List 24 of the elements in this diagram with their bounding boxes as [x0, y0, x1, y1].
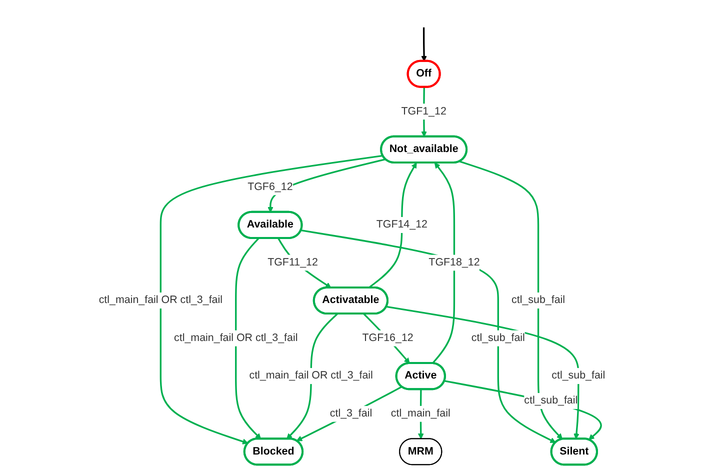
arrow — [160, 154, 383, 444]
arrow — [432, 162, 456, 364]
arrow — [444, 380, 602, 440]
edge-label: ctl_sub_fail — [524, 395, 578, 406]
edge-label: ctl_main_fail OR ctl_3_fail — [249, 370, 373, 382]
edge-label: ctl_3_fail — [330, 408, 372, 420]
edge-label: TGF1_12 — [401, 106, 446, 117]
arrow — [235, 238, 262, 440]
edge-label: ctl_sub_fail — [552, 370, 606, 382]
edge-label: ctl_main_fail — [390, 408, 450, 420]
arrow — [368, 162, 417, 288]
edge-label: TGF6_12 — [248, 181, 293, 193]
edge-label: TGF16_12 — [362, 332, 414, 344]
edge-label: TGF18_12 — [428, 256, 480, 268]
edge-label: ctl_main_fail OR ctl_3_fail — [98, 294, 222, 306]
arrow — [459, 160, 563, 440]
edge-label: ctl_sub_fail — [471, 332, 525, 344]
edge-label: TGF11_12 — [268, 256, 318, 268]
arrow — [421, 27, 427, 62]
edge-label: ctl_sub_fail — [512, 294, 566, 306]
arrow — [296, 386, 402, 442]
edge-label: TGF14_12 — [376, 218, 428, 230]
edge-label: ctl_main_fail OR ctl_3_fail — [174, 332, 298, 344]
arrow — [286, 313, 338, 440]
